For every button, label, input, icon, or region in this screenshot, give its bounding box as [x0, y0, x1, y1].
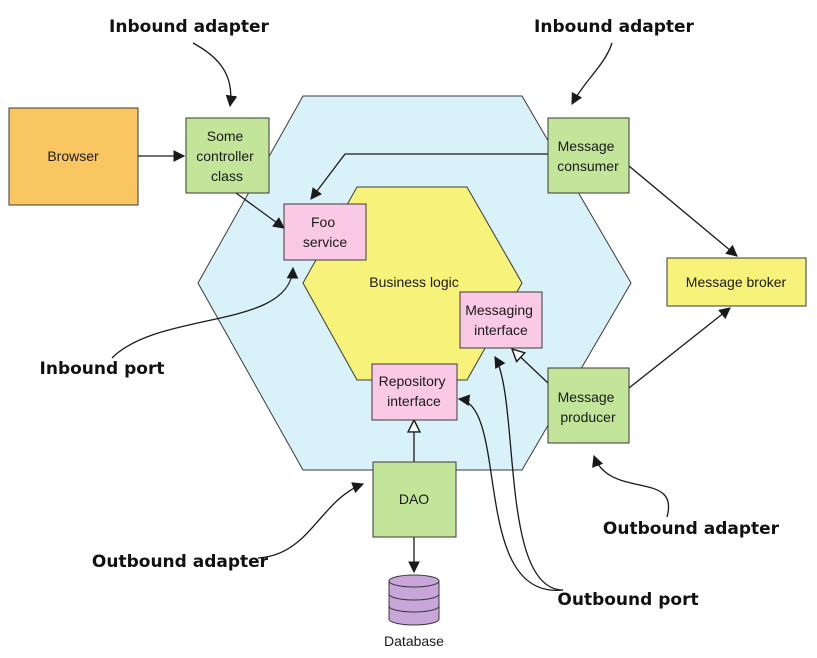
- producer-implements-messaging-interface: [512, 349, 549, 384]
- messaging-interface-label: Messaging interface: [465, 302, 537, 338]
- inbound-adapter-left-pointer: [192, 42, 238, 108]
- inbound-adapter-right-pointer: [571, 42, 613, 106]
- inbound-adapter-left-callout: Inbound adapter: [109, 17, 270, 37]
- connectors: [138, 150, 738, 574]
- dao-box: [372, 461, 457, 538]
- controller-to-foo-service-arrow: [235, 192, 285, 229]
- message-producer-box: [547, 367, 630, 444]
- repository-interface-box: [371, 363, 458, 421]
- consumer-to-broker-arrow: [628, 165, 738, 257]
- outbound-port-pointer-repository: [457, 394, 564, 591]
- messaging-interface-box: [459, 291, 543, 349]
- controller-box: [185, 117, 270, 194]
- browser-label: Browser: [47, 148, 99, 164]
- business-logic-label: Business logic: [369, 274, 459, 290]
- outbound-adapter-left-callout: Outbound adapter: [92, 552, 269, 572]
- inbound-port-pointer: [111, 266, 299, 359]
- message-broker-box: [666, 257, 807, 307]
- consumer-to-foo-service-arrow: [310, 153, 548, 200]
- database-icon: [388, 574, 440, 626]
- foo-service-box: [283, 203, 367, 261]
- message-broker-label: Message broker: [686, 274, 787, 290]
- callout-arrows: [111, 42, 670, 591]
- browser-box: [8, 107, 139, 206]
- message-consumer-box: [547, 117, 630, 194]
- inbound-port-callout: Inbound port: [40, 359, 165, 379]
- outbound-port-pointer-messaging: [494, 355, 564, 591]
- outbound-adapter-right-pointer: [592, 454, 670, 518]
- dao-label: DAO: [399, 491, 429, 507]
- outbound-adapter-right-callout: Outbound adapter: [603, 519, 780, 539]
- repository-interface-label: Repository interface: [379, 373, 450, 409]
- inbound-adapter-right-callout: Inbound adapter: [534, 17, 695, 37]
- message-producer-label: Message producer: [558, 389, 619, 425]
- database-label: Database: [384, 633, 444, 649]
- foo-service-label: Foo service: [303, 214, 348, 250]
- outbound-port-callout: Outbound port: [557, 590, 698, 610]
- producer-to-broker-arrow: [628, 307, 731, 389]
- message-consumer-label: Message consumer: [557, 138, 619, 174]
- controller-label: Some controller class: [196, 128, 257, 184]
- outbound-adapter-left-pointer: [257, 482, 365, 559]
